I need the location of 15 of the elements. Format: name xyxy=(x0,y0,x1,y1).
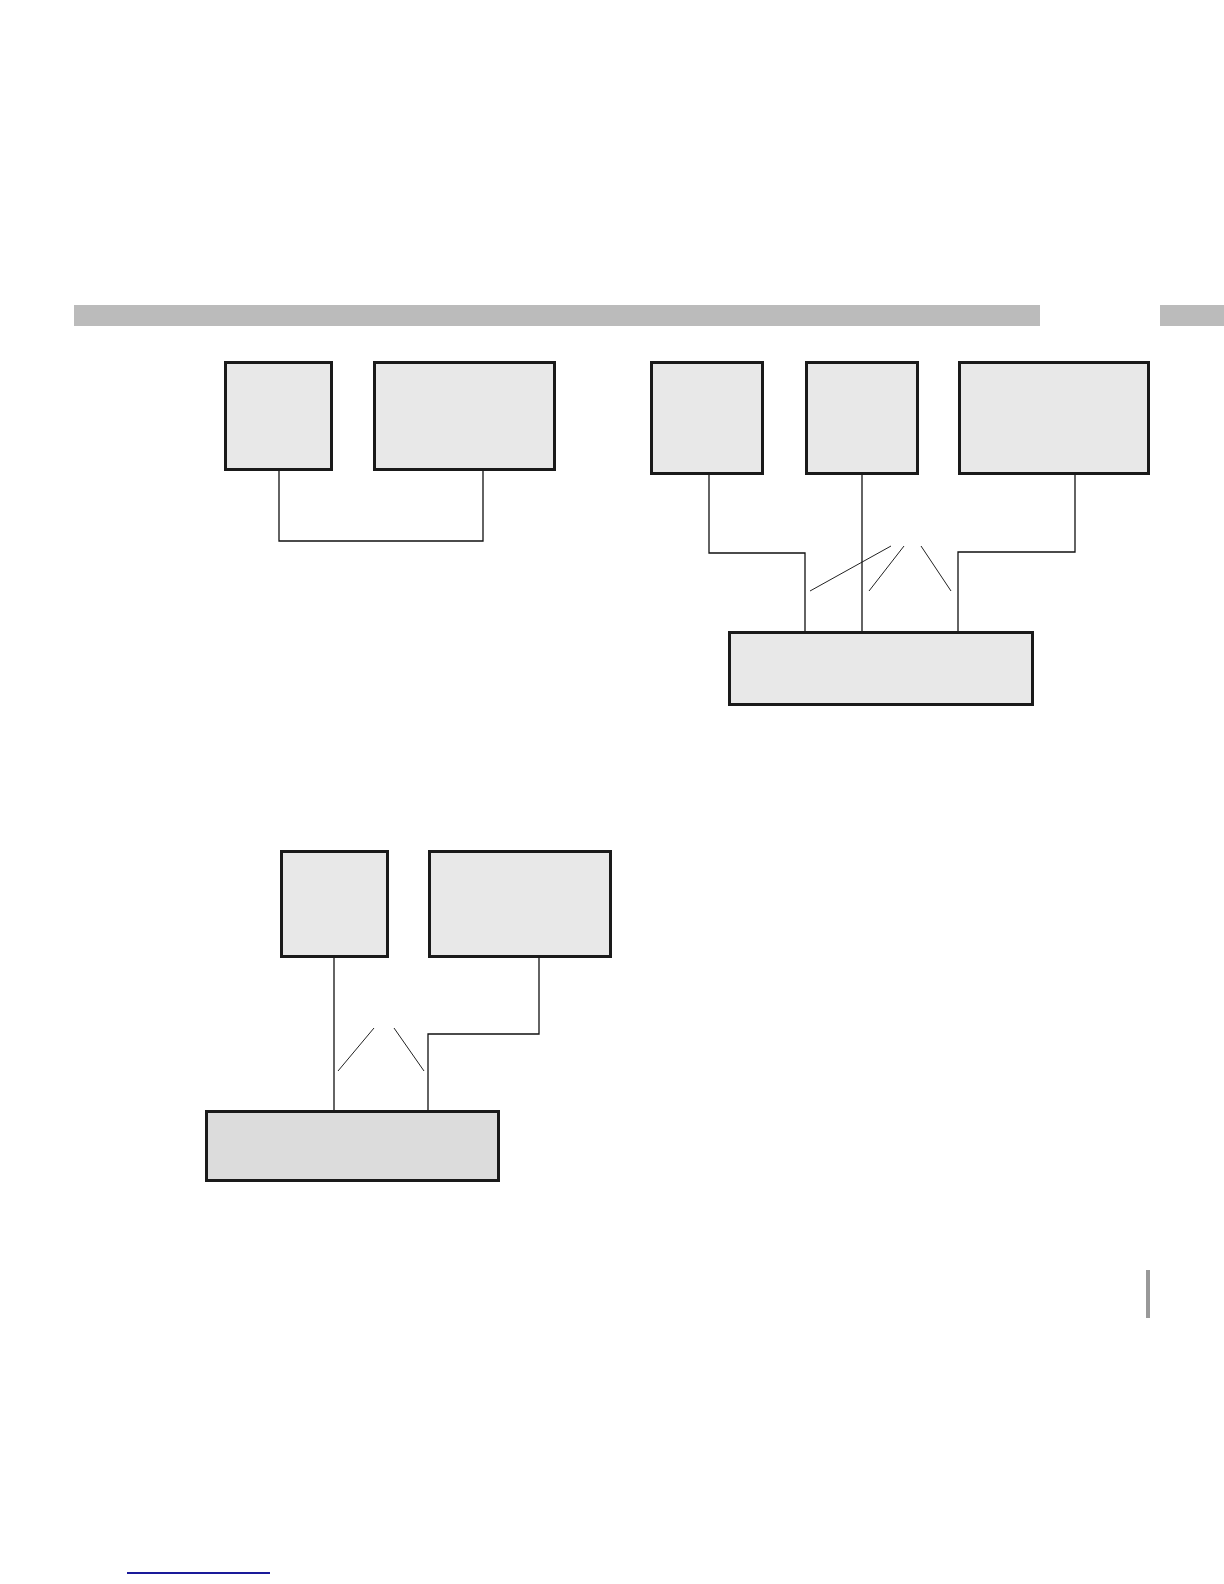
box xyxy=(805,361,919,475)
connector-line xyxy=(278,470,484,542)
connector-line xyxy=(427,957,540,1111)
connector-line xyxy=(333,957,335,1111)
connector-line xyxy=(957,474,1076,632)
box xyxy=(205,1110,500,1182)
box xyxy=(280,850,389,958)
box xyxy=(650,361,764,475)
connector-line xyxy=(708,474,806,632)
connector-line xyxy=(861,474,863,632)
box xyxy=(224,361,333,471)
box xyxy=(728,631,1034,706)
box xyxy=(373,361,556,471)
box xyxy=(958,361,1150,475)
box xyxy=(428,850,612,958)
